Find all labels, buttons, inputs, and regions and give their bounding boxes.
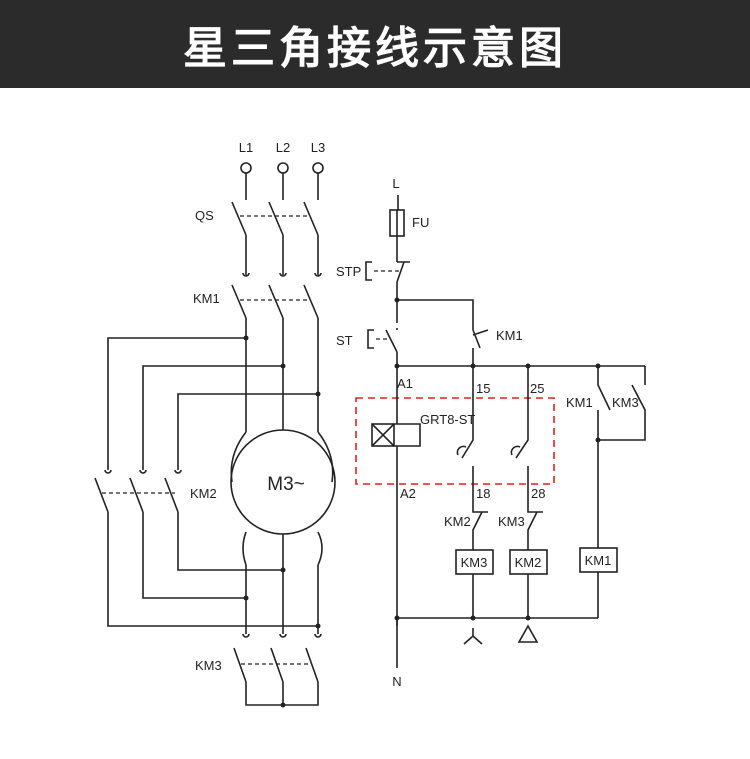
label-st: ST — [336, 333, 353, 348]
relay-box — [355, 397, 555, 485]
label-l2: L2 — [276, 140, 290, 155]
label-km3-aux: KM3 — [612, 395, 639, 410]
star-symbol — [463, 628, 483, 645]
km1-hold-contact — [472, 325, 489, 366]
label-km1-contact: KM1 — [496, 328, 523, 343]
label-a2: A2 — [400, 486, 416, 501]
label-t25: 25 — [530, 381, 544, 396]
label-t28: 28 — [531, 486, 545, 501]
label-qs: QS — [195, 208, 214, 223]
label-km3-main: KM3 — [195, 658, 222, 673]
terminal-l1 — [240, 162, 252, 174]
km1-main-contacts — [231, 284, 319, 319]
terminal-l2 — [277, 162, 289, 174]
timer-contact-15-18 — [456, 366, 474, 488]
stp-button — [365, 261, 410, 300]
junction-dot — [280, 567, 286, 573]
main-circuit: L1 L2 L3 QS KM1 KM2 — [94, 140, 336, 708]
label-km2-main: KM2 — [190, 486, 217, 501]
label-fu: FU — [412, 215, 429, 230]
st-button — [367, 328, 398, 366]
label-km2-nc: KM2 — [444, 514, 471, 529]
motor: M3~ — [230, 428, 336, 570]
motor-label: M3~ — [267, 474, 305, 495]
label-coil-km3: KM3 — [461, 555, 488, 570]
label-km1-main: KM1 — [193, 291, 220, 306]
label-l3: L3 — [311, 140, 325, 155]
label-l1: L1 — [239, 140, 253, 155]
label-coil-km2: KM2 — [515, 555, 542, 570]
label-relay: GRT8-ST — [420, 412, 475, 427]
qs-switch — [231, 201, 322, 277]
km2-nc-contact — [472, 488, 488, 550]
km2-main-contacts — [94, 469, 182, 513]
control-circuit: L FU STP ST KM1 — [336, 176, 646, 689]
title-banner: 星三角接线示意图 — [0, 0, 750, 88]
terminal-l3 — [312, 162, 324, 174]
aux-contacts — [597, 366, 646, 441]
timer-contact-25-28 — [510, 366, 529, 488]
label-a1: A1 — [397, 376, 413, 391]
relay-coil — [371, 423, 395, 447]
km3-nc-contact — [527, 488, 543, 550]
label-l: L — [392, 176, 399, 191]
label-t15: 15 — [476, 381, 490, 396]
junction-dot — [243, 595, 249, 601]
label-coil-km1: KM1 — [585, 553, 612, 568]
km3-main-contacts — [233, 626, 322, 708]
label-stp: STP — [336, 264, 361, 279]
label-t18: 18 — [476, 486, 490, 501]
label-n: N — [392, 674, 401, 689]
page-title: 星三角接线示意图 — [183, 23, 567, 74]
label-km3-nc: KM3 — [498, 514, 525, 529]
label-km1-aux: KM1 — [566, 395, 593, 410]
delta-symbol — [517, 624, 539, 643]
coil-km3 — [455, 549, 494, 575]
